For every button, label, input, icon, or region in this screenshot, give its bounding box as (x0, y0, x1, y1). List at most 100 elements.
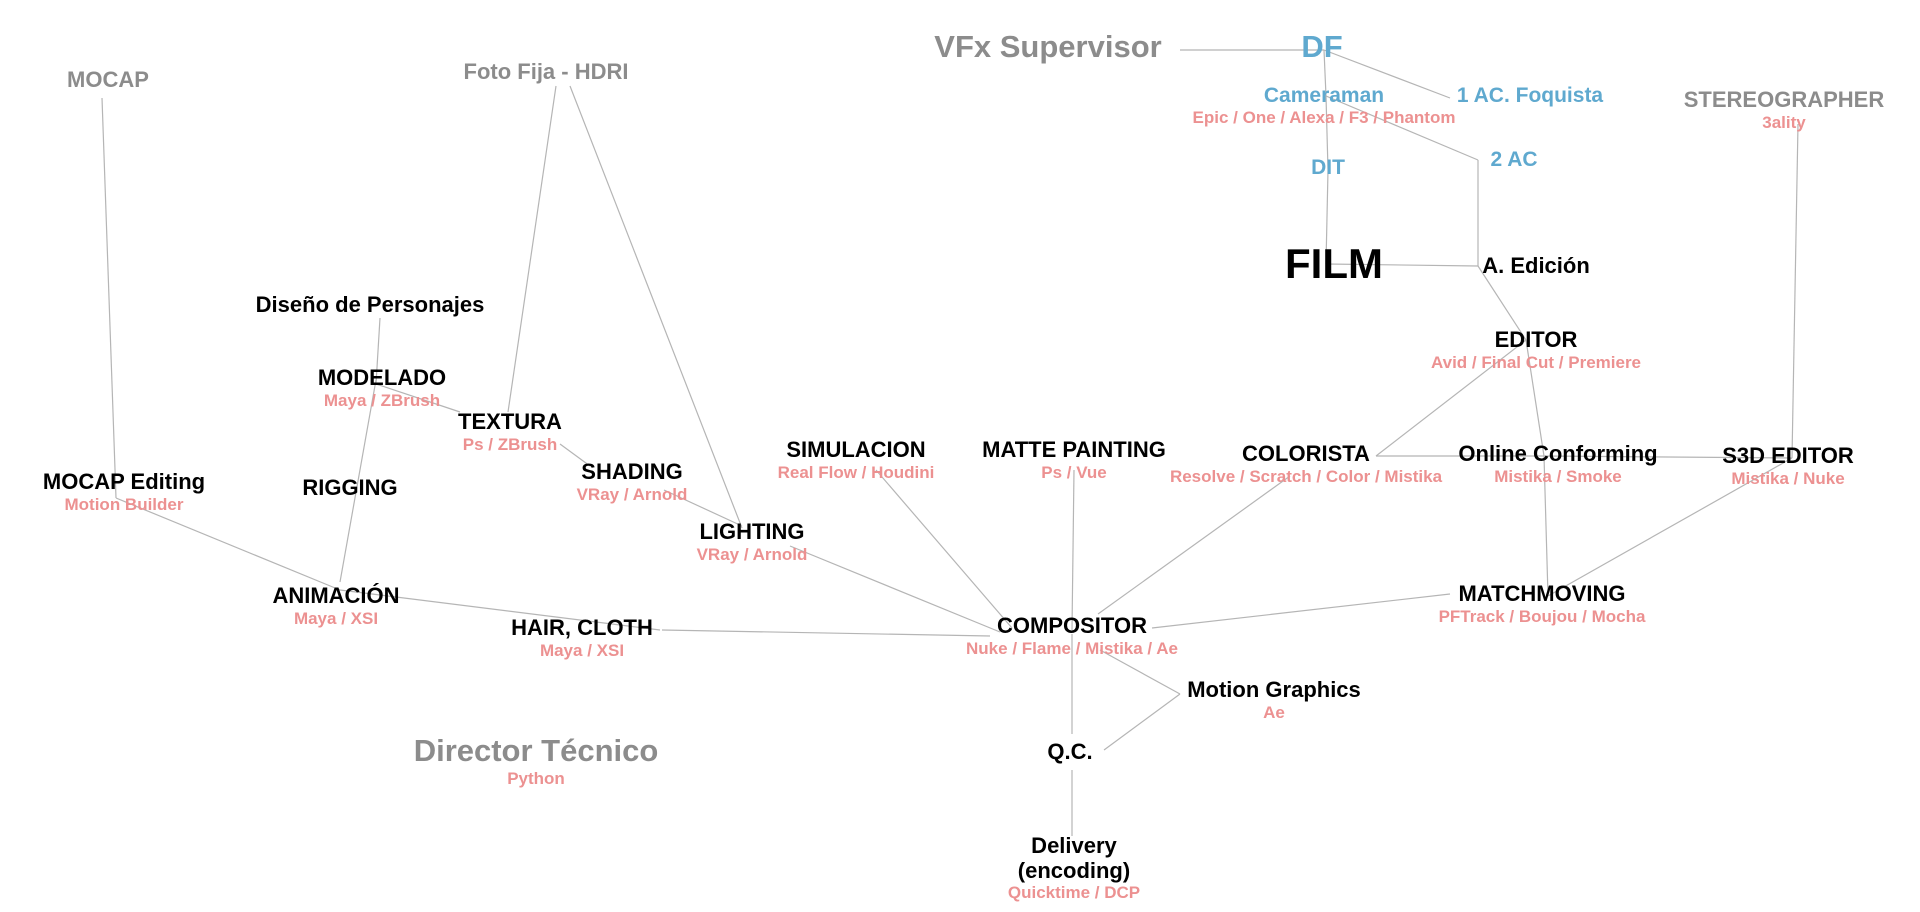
edge-compositor-to-motion-graphics (1099, 649, 1181, 695)
node-a-edicion: A. Edición (1482, 253, 1590, 279)
edge-s3d-editor-to-matchmoving (1547, 457, 1793, 597)
node-hair-cloth: HAIR, CLOTH Maya / XSI (511, 615, 653, 660)
node-motion-graphics: Motion Graphics Ae (1187, 677, 1361, 722)
node-tools: Python (507, 768, 565, 788)
node-label: 2 AC (1490, 148, 1538, 171)
node-label: FILM (1285, 240, 1383, 287)
node-label: TEXTURA (458, 409, 562, 434)
node-tools: Ae (1263, 702, 1285, 722)
node-label: VFx Supervisor (934, 29, 1162, 64)
node-label: DF (1301, 29, 1343, 64)
edge-animacion-to-hair-cloth (339, 589, 661, 631)
node-label: Director Técnico (413, 733, 659, 768)
node-label: Online Conforming (1458, 441, 1658, 466)
edge-lighting-to-compositor (789, 545, 1001, 633)
edge-hair-cloth-to-compositor (661, 629, 991, 637)
edge-motion-graphics-to-qc (1103, 693, 1181, 751)
node-label: ANIMACIÓN (272, 583, 400, 608)
node-label: 1 AC. Foquista (1456, 84, 1604, 107)
node-tools: Mistika / Smoke (1494, 466, 1622, 486)
node-tools: Nuke / Flame / Mistika / Ae (966, 638, 1178, 658)
node-matte-painting: MATTE PAINTING Ps / Vue (982, 437, 1166, 482)
node-cameraman: Cameraman Epic / One / Alexa / F3 / Phan… (1193, 84, 1456, 127)
edge-online-conforming-to-s3d-editor (1543, 455, 1793, 459)
node-label: MATCHMOVING (1458, 581, 1626, 606)
edge-animacion-to-modelado (339, 379, 377, 583)
edge-mocap-to-mocap-editing (101, 97, 117, 499)
node-label: A. Edición (1482, 253, 1590, 278)
edge-cameraman-to-dit (1325, 95, 1329, 171)
edge-matte-painting-to-compositor (1071, 469, 1075, 631)
node-modelado: MODELADO Maya / ZBrush (317, 365, 447, 410)
node-label: MOCAP (67, 67, 149, 92)
edge-mocap-editing-to-animacion (115, 497, 341, 591)
node-2-ac: 2 AC (1490, 148, 1537, 172)
node-label: SIMULACION (786, 437, 926, 462)
node-label: Cameraman (1263, 84, 1385, 107)
node-label: Q.C. (1047, 739, 1093, 764)
edge-df-to-foquista (1323, 49, 1451, 99)
node-label: S3D EDITOR (1722, 443, 1854, 468)
node-label: MATTE PAINTING (982, 437, 1166, 462)
edge-foto-fija-to-lighting (569, 85, 743, 529)
node-label: SHADING (581, 459, 683, 484)
node-label: DIT (1311, 156, 1345, 179)
node-lighting: LIGHTING VRay / Arnold (696, 519, 808, 564)
node-simulacion: SIMULACION Real Flow / Houdini (777, 437, 935, 482)
node-vfx-supervisor: VFx Supervisor (934, 29, 1162, 65)
node-animacion: ANIMACIÓN Maya / XSI (272, 583, 400, 628)
node-tools: Mistika / Nuke (1731, 468, 1845, 488)
node-mocap-editing: MOCAP Editing Motion Builder (42, 469, 206, 514)
node-shading: SHADING VRay / Arnold (577, 459, 688, 504)
node-label: MOCAP Editing (42, 469, 206, 494)
node-tools: Maya / ZBrush (323, 390, 441, 410)
node-tools: Epic / One / Alexa / F3 / Phantom (1192, 107, 1456, 127)
edge-editor-to-colorista (1375, 339, 1527, 457)
node-tools: Motion Builder (64, 494, 184, 514)
edge-modelado-to-textura (375, 383, 461, 413)
node-colorista: COLORISTA Resolve / Scratch / Color / Mi… (1170, 441, 1442, 486)
node-tools: Maya / XSI (293, 608, 379, 628)
node-1ac-foquista: 1 AC. Foquista (1457, 84, 1603, 108)
edge-film-to-edicion (1325, 263, 1479, 267)
node-label: Motion Graphics (1187, 677, 1361, 702)
node-delivery-encoding: Delivery (encoding) Quicktime / DCP (1007, 833, 1141, 903)
node-textura: TEXTURA Ps / ZBrush (458, 409, 562, 454)
node-tools: PFTrack / Boujou / Mocha (1438, 606, 1646, 626)
node-label: STEREOGRAPHER (1683, 87, 1885, 112)
edge-matchmoving-to-compositor (1151, 593, 1451, 629)
node-label: RIGGING (302, 475, 398, 500)
node-tools: Quicktime / DCP (1007, 883, 1141, 903)
node-tools: Maya / XSI (539, 640, 625, 660)
edge-online-conforming-to-matchmoving (1543, 455, 1549, 597)
node-matchmoving: MATCHMOVING PFTrack / Boujou / Mocha (1438, 581, 1646, 626)
node-label: MODELADO (317, 365, 447, 390)
edge-simulacion-to-compositor (875, 469, 1013, 629)
node-df: DF (1301, 29, 1343, 65)
edge-editor-to-online-conforming (1525, 339, 1545, 457)
node-stereographer: STEREOGRAPHER 3ality (1683, 87, 1885, 132)
node-label: EDITOR (1494, 327, 1578, 352)
node-label: COLORISTA (1242, 441, 1370, 466)
node-tools: VRay / Arnold (696, 544, 808, 564)
node-label: Diseño de Personajes (255, 292, 485, 317)
node-tools: Ps / ZBrush (462, 434, 558, 454)
node-label: HAIR, CLOTH (511, 615, 653, 640)
node-rigging: RIGGING (302, 475, 398, 501)
node-label: Delivery (encoding) (1017, 833, 1131, 883)
node-label: Foto Fija - HDRI (463, 59, 629, 84)
node-tools: Ps / Vue (1041, 462, 1107, 482)
edge-diseno-to-modelado (375, 317, 381, 385)
node-tools: 3ality (1762, 112, 1806, 132)
edge-cameraman-to-two-ac (1325, 95, 1479, 161)
node-tools: Avid / Final Cut / Premiere (1430, 352, 1642, 372)
edge-stereographer-to-s3d-editor (1791, 123, 1799, 459)
edge-shading-to-lighting (663, 489, 743, 527)
node-editor: EDITOR Avid / Final Cut / Premiere (1430, 327, 1642, 372)
edge-edicion-to-editor (1477, 265, 1527, 341)
node-tools: Real Flow / Houdini (777, 462, 935, 482)
node-diseno-de-personajes: Diseño de Personajes (255, 292, 485, 318)
node-compositor: COMPOSITOR Nuke / Flame / Mistika / Ae (966, 613, 1178, 658)
node-mocap: MOCAP (67, 67, 149, 93)
